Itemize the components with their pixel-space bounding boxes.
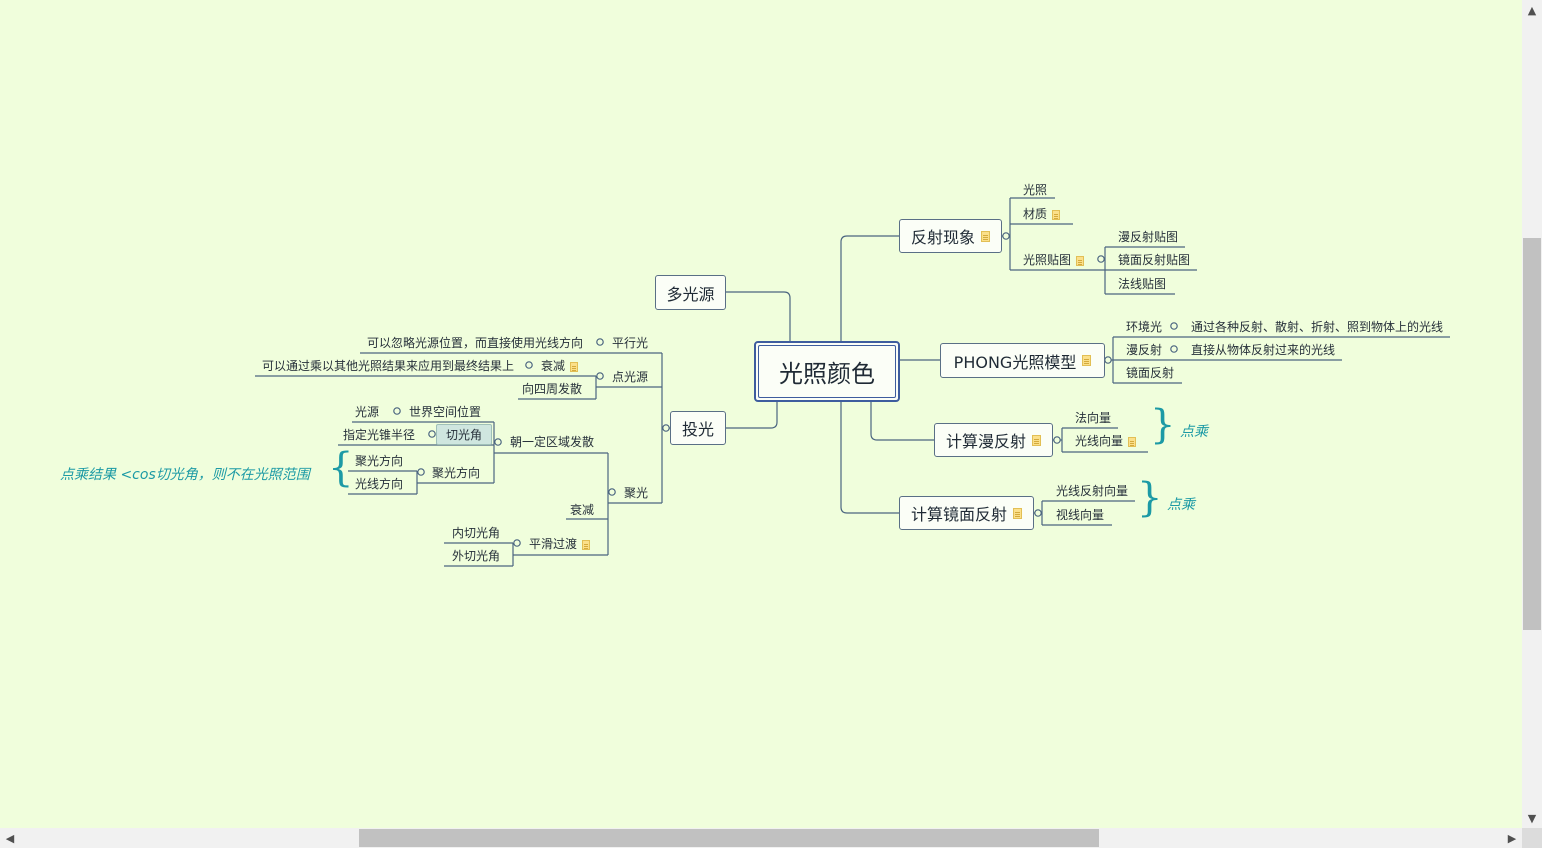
subtopic-world-position[interactable]: 世界空间位置	[409, 405, 482, 419]
subtopic-attenuation-desc[interactable]: 可以通过乘以其他光照结果来应用到最终结果上	[262, 359, 515, 373]
subtopic-specular-map[interactable]: 镜面反射贴图	[1118, 253, 1191, 267]
topic-multi-light[interactable]: 多光源	[655, 275, 726, 310]
topic-label: 多光源	[666, 284, 715, 304]
subtopic-outer-cutoff[interactable]: 外切光角	[452, 549, 501, 563]
note-icon[interactable]	[570, 361, 579, 372]
subtopic-smooth[interactable]: 平滑过渡	[529, 537, 591, 551]
subtopic-inner-cutoff[interactable]: 内切光角	[452, 526, 501, 540]
subtopic-lightmap[interactable]: 光照贴图	[1023, 253, 1085, 267]
subtopic-cutoff-angle[interactable]: 切光角	[436, 424, 492, 445]
topic-cast-light[interactable]: 投光	[670, 411, 726, 445]
scroll-up-icon[interactable]: ▲	[1527, 3, 1537, 17]
topic-phong[interactable]: PHONG光照模型	[940, 343, 1105, 378]
subtopic-parallel-light[interactable]: 平行光	[612, 336, 649, 350]
note-icon[interactable]	[1052, 209, 1061, 220]
subtopic-ambient-desc[interactable]: 通过各种反射、散射、折射、照到物体上的光线	[1191, 320, 1444, 334]
note-icon[interactable]	[1032, 434, 1041, 446]
subtopic-region[interactable]: 朝一定区域发散	[510, 435, 595, 449]
brace-icon: }	[1150, 402, 1176, 448]
subtopic-ambient[interactable]: 环境光	[1126, 320, 1163, 334]
subtopic-spread[interactable]: 向四周发散	[522, 382, 583, 396]
scrollbar-corner	[1522, 828, 1542, 848]
subtopic-specular[interactable]: 镜面反射	[1126, 366, 1175, 380]
summary-dot-product[interactable]: 点乘	[1167, 497, 1195, 513]
subtopic-point-attenuation[interactable]: 衰减	[541, 359, 579, 373]
topic-label: 反射现象	[910, 228, 975, 247]
topic-diffuse[interactable]: 计算漫反射	[934, 423, 1053, 457]
collapse-circle-icon	[393, 232, 1178, 547]
note-icon[interactable]	[1076, 255, 1085, 266]
vertical-scroll-thumb[interactable]	[1523, 238, 1541, 630]
subtopic-diffuse-desc[interactable]: 直接从物体反射过来的光线	[1191, 343, 1336, 357]
topic-reflection[interactable]: 反射现象	[899, 219, 1002, 253]
note-icon[interactable]	[1082, 355, 1092, 366]
subtopic-diffuse-map[interactable]: 漫反射贴图	[1118, 230, 1179, 244]
brace-icon: }	[328, 445, 354, 491]
summary-dot-product[interactable]: 点乘	[1180, 424, 1208, 440]
topic-label: 计算镜面反射	[910, 505, 1007, 524]
connector-lines	[255, 197, 1450, 567]
subtopic-light[interactable]: 光照	[1023, 183, 1048, 197]
subtopic-reflect-vector[interactable]: 光线反射向量	[1056, 484, 1129, 498]
scroll-down-icon[interactable]: ▼	[1527, 811, 1537, 825]
subtopic-light-dir-item[interactable]: 光线方向	[355, 477, 404, 491]
note-icon[interactable]	[981, 230, 990, 242]
subtopic-normal-map[interactable]: 法线贴图	[1118, 277, 1167, 291]
subtopic-point-light[interactable]: 点光源	[612, 370, 649, 384]
subtopic-light-source[interactable]: 光源	[355, 405, 380, 419]
note-icon[interactable]	[1128, 436, 1137, 447]
note-icon[interactable]	[1013, 507, 1022, 519]
subtopic-view-vector[interactable]: 视线向量	[1056, 508, 1105, 522]
root-topic-label: 光照颜色	[779, 360, 875, 388]
subtopic-spot-attenuation[interactable]: 衰减	[570, 503, 595, 517]
subtopic-light-vector[interactable]: 光线向量	[1075, 434, 1137, 448]
subtopic-spot-dir-item[interactable]: 聚光方向	[355, 454, 404, 468]
subtopic-material[interactable]: 材质	[1023, 207, 1061, 221]
note-icon[interactable]	[582, 539, 591, 550]
subtopic-spot-direction[interactable]: 聚光方向	[432, 466, 481, 480]
topic-specular[interactable]: 计算镜面反射	[899, 496, 1034, 530]
subtopic-cone-radius[interactable]: 指定光锥半径	[343, 428, 416, 442]
topic-label: PHONG光照模型	[953, 352, 1077, 372]
horizontal-scroll-thumb[interactable]	[359, 829, 1099, 847]
subtopic-parallel-desc[interactable]: 可以忽略光源位置，而直接使用光线方向	[367, 336, 584, 350]
summary-cutoff-rule[interactable]: 点乘结果 <cos切光角，则不在光照范围	[60, 467, 310, 483]
scroll-left-icon[interactable]: ◀	[5, 831, 15, 845]
topic-label: 投光	[681, 420, 714, 439]
scroll-right-icon[interactable]: ▶	[1507, 831, 1517, 845]
brace-icon: }	[1137, 475, 1163, 521]
subtopic-spotlight[interactable]: 聚光	[624, 486, 649, 500]
subtopic-normal-vector[interactable]: 法向量	[1075, 411, 1112, 425]
topic-label: 计算漫反射	[945, 432, 1026, 451]
root-topic[interactable]: 光照颜色	[754, 341, 900, 402]
subtopic-diffuse[interactable]: 漫反射	[1126, 343, 1163, 357]
mindmap-canvas[interactable]: 光照颜色 反射现象 PHONG光照模型 计算漫反射 计算镜面反射 多光源 投光 …	[0, 0, 1522, 828]
